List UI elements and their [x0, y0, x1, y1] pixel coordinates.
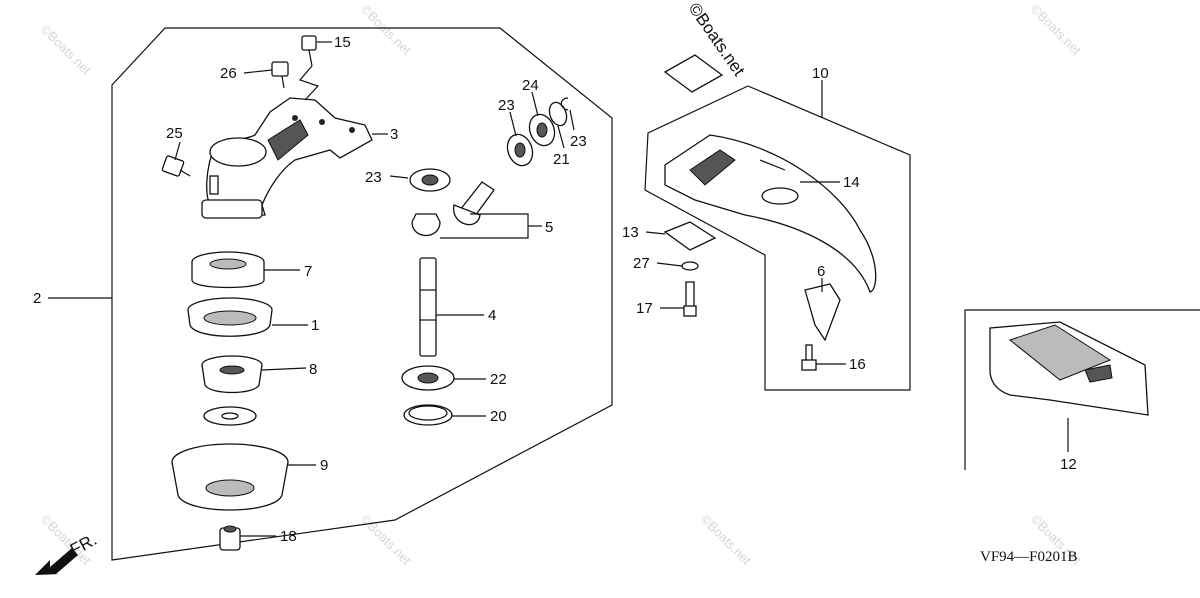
callout-15: 15 [334, 34, 351, 51]
callout-20: 21 [553, 151, 570, 168]
washer-27 [681, 261, 699, 271]
gear-5 [411, 181, 495, 237]
callout-24: 24 [522, 77, 539, 94]
part-7 [191, 251, 265, 289]
callout-27: 27 [633, 255, 650, 272]
callout-13: 14 [843, 174, 860, 191]
guard-13 [664, 134, 877, 293]
callout-5: 5 [545, 219, 553, 236]
watermark: ©Boats.net [38, 22, 94, 78]
bolt-15 [301, 35, 317, 67]
callout-21: 23 [570, 133, 587, 150]
part-8 [201, 355, 263, 394]
callout-17: 16 [849, 356, 866, 373]
bearing-22 [401, 365, 455, 391]
gear-case [201, 97, 373, 219]
callout-3: 3 [390, 126, 398, 143]
clip-21 [560, 97, 569, 111]
shaft-4 [419, 257, 437, 357]
callout-6: 6 [817, 263, 825, 280]
part-1 [187, 297, 273, 337]
callout-19: 20 [490, 408, 507, 425]
callout-26: 26 [220, 65, 237, 82]
bearing-24 [528, 113, 556, 147]
callout-8: 8 [309, 361, 317, 378]
watermark: ©Boats.net [698, 512, 754, 568]
watermark: ©Boats.net [358, 512, 414, 568]
guard-12 [989, 321, 1149, 416]
bolt-26 [271, 61, 289, 89]
plate-14 [663, 221, 717, 251]
callout-9: 9 [320, 457, 328, 474]
watermark: ©Boats.net [1028, 2, 1084, 58]
leader-lines [48, 41, 1069, 537]
bracket-6 [804, 283, 841, 342]
callout-12: 12 [1060, 456, 1077, 473]
bearing-23-upper [506, 133, 534, 167]
callout-18: 18 [280, 528, 297, 545]
callout-7: 7 [304, 263, 312, 280]
bolt-17 [801, 344, 817, 371]
callout-25: 25 [166, 125, 183, 142]
gear-case-group-border [111, 27, 613, 561]
part-9 [171, 443, 289, 511]
bearing-23-lower [409, 168, 451, 192]
washer [203, 406, 257, 426]
callout-14: 13 [622, 224, 639, 241]
callout-23-lower: 23 [365, 169, 382, 186]
guard-group-border [644, 85, 911, 391]
callout-2: 2 [33, 290, 41, 307]
callout-10: 10 [812, 65, 829, 82]
bolt-16 [683, 281, 697, 317]
callout-23-upper: 23 [498, 97, 515, 114]
callout-16: 17 [636, 300, 653, 317]
ring-19 [403, 404, 453, 426]
callout-4: 4 [488, 307, 496, 324]
diagram-code: VF94—F0201B [980, 549, 1078, 565]
callout-labels: 2 3 15 26 25 7 1 8 9 18 23 5 4 22 20 23 … [33, 34, 1077, 545]
ring-20 [548, 101, 568, 127]
callout-1: 1 [311, 317, 319, 334]
plate-top [663, 54, 724, 93]
nut-18 [219, 525, 241, 551]
callout-22: 22 [490, 371, 507, 388]
watermark: ©Boats.net [358, 2, 414, 58]
guard-inset-border [964, 309, 1200, 470]
